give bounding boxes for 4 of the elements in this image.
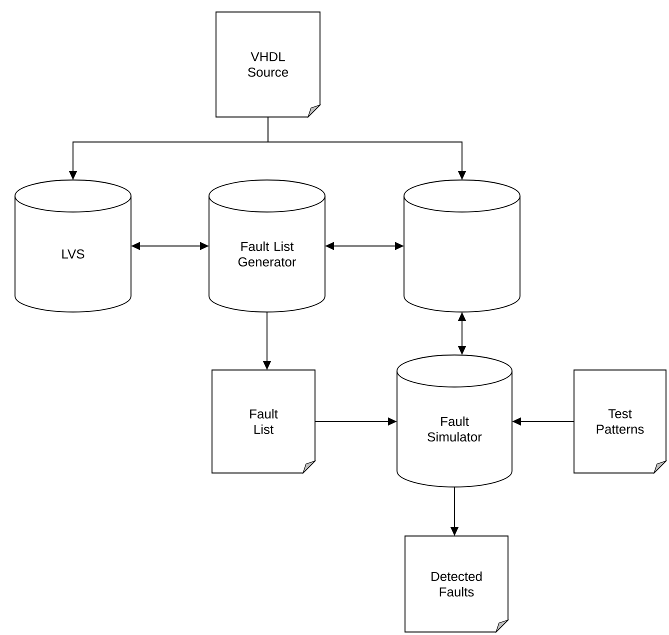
database-cylinder [404, 180, 520, 312]
database-cylinder: LVS [14, 180, 132, 312]
database-cylinder: Fault List Generator [208, 180, 326, 312]
database-cylinder: Fault Simulator [396, 354, 512, 488]
